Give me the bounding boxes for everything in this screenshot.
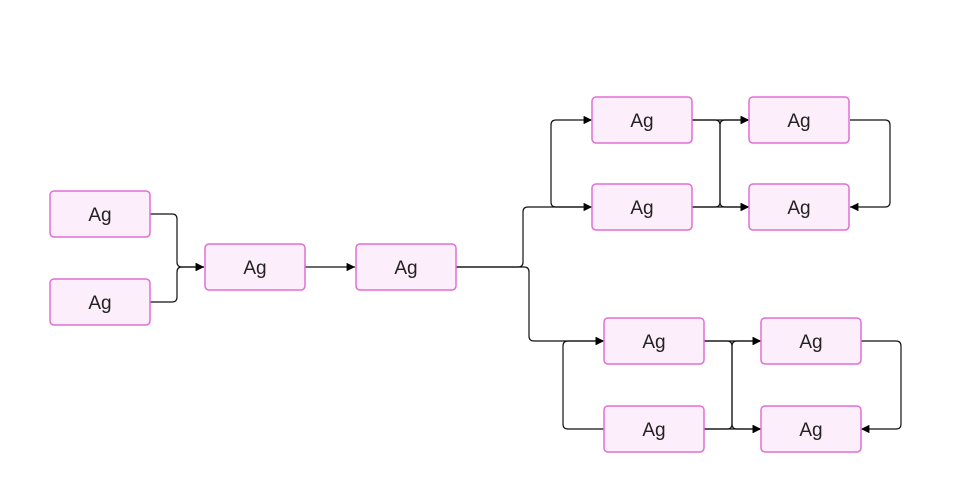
node-label: Ag [243, 258, 266, 279]
node-box [591, 96, 693, 144]
node-5[interactable]: Ag [591, 96, 693, 144]
node-box [355, 243, 457, 291]
edge-n2-n3 [150, 262, 204, 303]
node-label: Ag [799, 332, 822, 353]
edge-n4-n6 [456, 202, 592, 268]
node-box [760, 405, 862, 453]
node-label: Ag [88, 293, 111, 314]
edge-n11-n12 [861, 340, 902, 434]
node-box [591, 183, 693, 231]
node-box [603, 317, 705, 365]
edges-layer [150, 115, 902, 434]
node-1[interactable]: Ag [49, 190, 151, 238]
node-label: Ag [642, 420, 665, 441]
node-11[interactable]: Ag [760, 317, 862, 365]
node-9[interactable]: Ag [603, 317, 705, 365]
nodes-layer: Ag Ag Ag Ag Ag Ag Ag Ag [49, 96, 862, 453]
node-label: Ag [642, 332, 665, 353]
node-label: Ag [394, 258, 417, 279]
edge-n4-n9 [456, 266, 604, 346]
edge-n6-n5 [550, 115, 592, 208]
edge-n7-n8 [850, 119, 891, 212]
edge-n10-n11 [704, 336, 761, 430]
node-label: Ag [630, 198, 653, 219]
node-label: Ag [787, 111, 810, 132]
node-4[interactable]: Ag [355, 243, 457, 291]
node-box [204, 243, 306, 291]
node-box [748, 96, 850, 144]
node-box [603, 405, 705, 453]
edge-n10-n9 [562, 336, 604, 430]
node-12[interactable]: Ag [760, 405, 862, 453]
node-2[interactable]: Ag [49, 278, 151, 326]
node-box [748, 183, 850, 231]
node-label: Ag [787, 198, 810, 219]
node-box [49, 190, 151, 238]
node-label: Ag [88, 205, 111, 226]
node-box [49, 278, 151, 326]
node-label: Ag [799, 420, 822, 441]
node-box [760, 317, 862, 365]
node-6[interactable]: Ag [591, 183, 693, 231]
node-label: Ag [630, 111, 653, 132]
edge-n1-n3 [150, 213, 204, 272]
edge-n6-n7 [692, 115, 749, 208]
node-8[interactable]: Ag [748, 183, 850, 231]
node-10[interactable]: Ag [603, 405, 705, 453]
node-3[interactable]: Ag [204, 243, 306, 291]
node-7[interactable]: Ag [748, 96, 850, 144]
